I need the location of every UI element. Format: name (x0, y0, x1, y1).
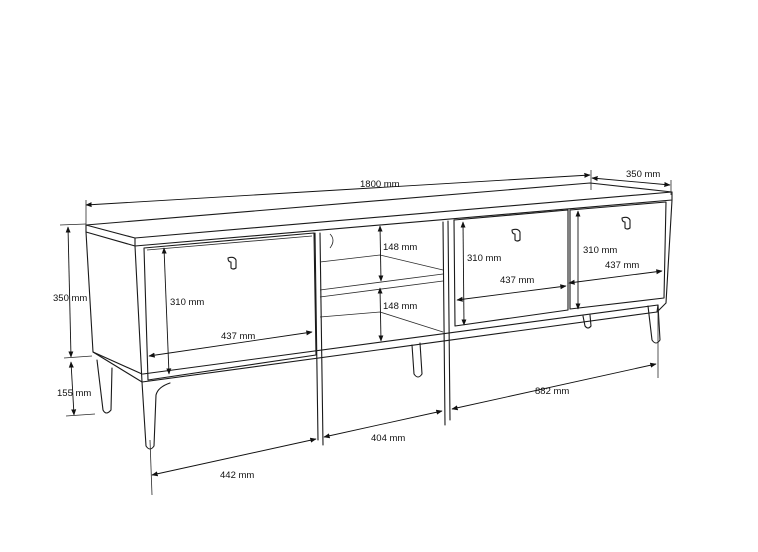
dim-left-door-width: 437 mm (221, 331, 255, 342)
dim-left-section-width: 442 mm (220, 470, 254, 481)
left-door (143, 232, 317, 381)
dividers (314, 220, 451, 446)
dimension-lines (59, 170, 672, 496)
middle-door (453, 209, 569, 327)
dim-middle-door-width: 437 mm (500, 275, 534, 286)
dim-shelf-bottom-height: 148 mm (383, 301, 417, 312)
dim-depth: 350 mm (626, 169, 660, 180)
handle-icon (621, 216, 631, 230)
dim-middle-door-height: 310 mm (467, 253, 501, 264)
cabinet-body (85, 182, 673, 383)
dim-leg-height: 155 mm (57, 388, 91, 399)
handle-icon (227, 256, 237, 270)
dim-left-door-height: 310 mm (170, 297, 204, 308)
dim-right-door-height: 310 mm (583, 245, 617, 256)
dim-right-door-width: 437 mm (605, 260, 639, 271)
dim-right-section-width: 882 mm (535, 386, 569, 397)
handle-icon (511, 228, 521, 242)
dim-overall-width: 1800 mm (360, 179, 400, 190)
dim-middle-section-width: 404 mm (371, 433, 405, 444)
dim-shelf-top-height: 148 mm (383, 242, 417, 253)
dim-body-height: 350 mm (53, 293, 87, 304)
open-shelf (319, 233, 444, 333)
